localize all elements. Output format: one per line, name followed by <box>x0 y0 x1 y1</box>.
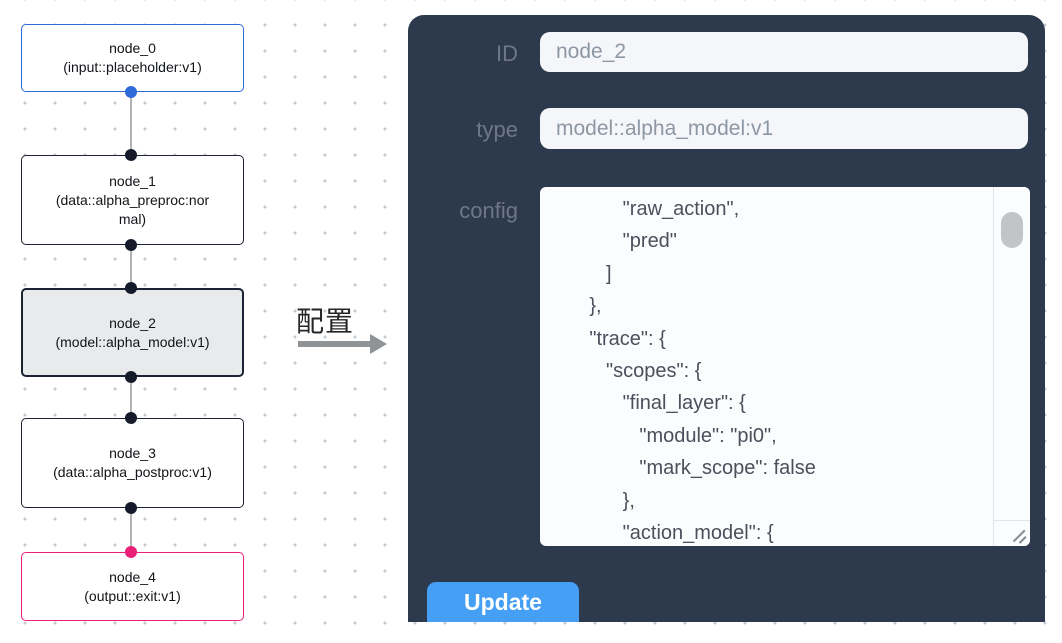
configure-label: 配置 <box>296 306 355 337</box>
graph-node-4[interactable]: node_4 (output::exit:v1) <box>21 552 244 621</box>
node-title: node_4 <box>109 568 156 585</box>
edge-node2-node3[interactable] <box>130 377 132 418</box>
textarea-resize-corner[interactable] <box>993 520 1030 546</box>
node-config-panel: ID node_2 type model::alpha_model:v1 con… <box>408 15 1045 622</box>
node-subtitle: (data::alpha_preproc:normal) <box>55 191 210 227</box>
type-field-label: type <box>476 117 518 142</box>
node-title: node_2 <box>109 314 156 331</box>
graph-node-0[interactable]: node_0 (input::placeholder:v1) <box>21 24 244 92</box>
config-field-label: config <box>459 198 518 223</box>
graph-node-3[interactable]: node_3 (data::alpha_postproc:v1) <box>21 418 244 508</box>
node-title: node_3 <box>109 445 156 461</box>
port-node3-input[interactable] <box>125 412 137 424</box>
right-arrow-icon <box>298 341 372 347</box>
resize-grip-icon <box>1018 536 1027 544</box>
type-input[interactable]: model::alpha_model:v1 <box>540 108 1028 149</box>
config-scrollbar-thumb[interactable] <box>1001 212 1023 248</box>
port-node3-output[interactable] <box>125 502 137 514</box>
port-node2-output[interactable] <box>125 371 137 383</box>
config-scrollbar-track[interactable] <box>993 187 1030 546</box>
node-subtitle: (data::alpha_postproc:v1) <box>53 464 212 480</box>
update-button[interactable]: Update <box>427 582 579 622</box>
node-subtitle: (model::alpha_model:v1) <box>55 333 210 350</box>
edge-node1-node2[interactable] <box>130 245 132 288</box>
right-arrow-head-icon <box>370 334 387 354</box>
config-textarea[interactable]: "raw_action", "pred" ] }, "trace": { "sc… <box>540 187 1030 546</box>
port-node0-output[interactable] <box>125 86 137 98</box>
graph-node-1[interactable]: node_1 (data::alpha_preproc:normal) <box>21 155 244 245</box>
port-node1-input[interactable] <box>125 149 137 161</box>
port-node4-input[interactable] <box>125 546 137 558</box>
id-input[interactable]: node_2 <box>540 32 1028 72</box>
node-title: node_1 <box>109 172 156 189</box>
node-subtitle: (output::exit:v1) <box>84 587 181 604</box>
edge-node3-node4[interactable] <box>130 508 132 552</box>
node-subtitle: (input::placeholder:v1) <box>63 59 202 75</box>
node-title: node_0 <box>109 40 156 56</box>
port-node2-input[interactable] <box>125 282 137 294</box>
port-node1-output[interactable] <box>125 239 137 251</box>
id-field-label: ID <box>496 41 518 66</box>
edge-node0-node1[interactable] <box>130 92 132 155</box>
config-json-content: "raw_action", "pred" ] }, "trace": { "sc… <box>589 198 816 545</box>
graph-node-2-selected[interactable]: node_2 (model::alpha_model:v1) <box>21 288 244 377</box>
